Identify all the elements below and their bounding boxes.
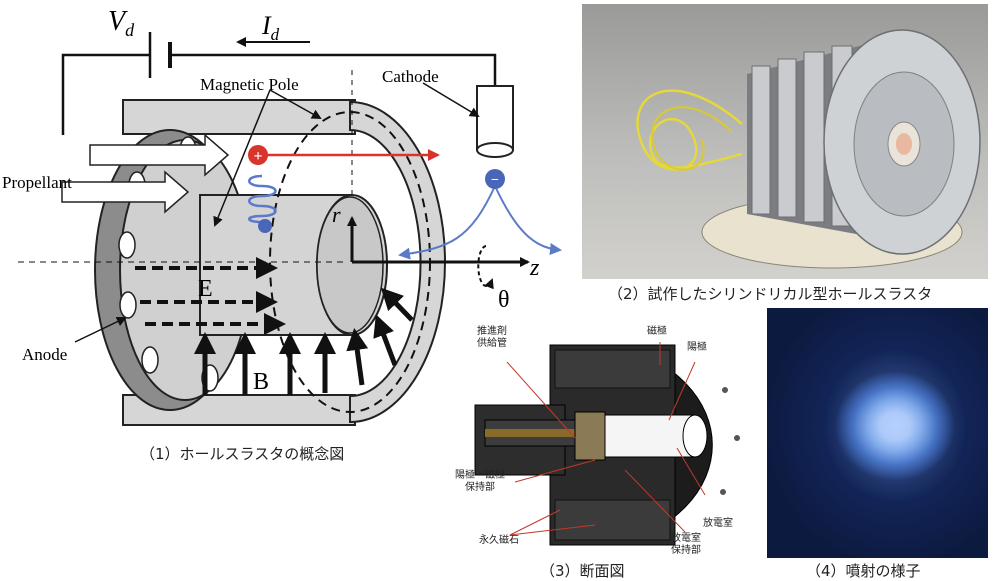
circuit-wire bbox=[61, 32, 497, 135]
electric-field-label: E bbox=[198, 276, 213, 302]
plume-photo bbox=[767, 308, 988, 558]
r-axis-label: r bbox=[332, 202, 341, 227]
cathode-electron-sign: − bbox=[491, 173, 499, 188]
cross-section-svg bbox=[474, 342, 740, 546]
theta-rotation bbox=[477, 245, 494, 290]
electron-icon bbox=[258, 219, 272, 233]
electric-field-arrows bbox=[135, 257, 286, 335]
propellant-feed-tube-label: 推進剤供給管 bbox=[477, 326, 507, 350]
magnetic-pole-label: Magnetic Pole bbox=[200, 75, 299, 94]
permanent-magnet-label: 永久磁石 bbox=[479, 535, 519, 546]
magnetic-pole-jp-label: 磁極 bbox=[647, 326, 667, 337]
cross-section-caption: （3）断面図 bbox=[540, 562, 625, 580]
electron-emission-curves bbox=[398, 185, 562, 260]
label-leader-lines bbox=[74, 82, 480, 343]
electron-gyration-coil bbox=[248, 174, 277, 224]
holder-label-line2: 保持部 bbox=[465, 482, 495, 493]
anode-label: Anode bbox=[22, 345, 67, 364]
propellant-label: Propellant bbox=[2, 173, 72, 192]
plume-photo-caption: （4）噴射の様子 bbox=[806, 562, 921, 580]
propellant-label-line1: 推進剤 bbox=[477, 326, 507, 337]
theta-label: θ bbox=[498, 287, 510, 313]
cathode-electron-icon bbox=[485, 169, 505, 189]
anode-pole-holder-label: 陽極・磁極保持部 bbox=[455, 470, 505, 494]
concept-diagram-caption: （1）ホールスラスタの概念図 bbox=[140, 445, 345, 463]
ion-icon bbox=[248, 145, 268, 165]
inner-cylinder bbox=[199, 194, 388, 336]
ion-sign: + bbox=[253, 148, 262, 165]
current-label: Id bbox=[261, 11, 280, 44]
plume-glow bbox=[767, 308, 988, 558]
magnetic-field-label: B bbox=[253, 369, 269, 395]
propellant-flow-arrows bbox=[61, 133, 230, 214]
propellant-label-line2: 供給管 bbox=[477, 338, 507, 349]
chamber-holder-line2: 保持部 bbox=[671, 545, 701, 556]
holder-label-line1: 陽極・磁極 bbox=[455, 470, 505, 481]
discharge-chamber-label: 放電室 bbox=[703, 518, 733, 529]
chamber-holder-line1: 放電室 bbox=[671, 533, 701, 544]
concept-diagram-svg: + − Vd Id Magnetic Pole C bbox=[2, 6, 562, 426]
cross-section-diagram: 推進剤供給管 磁極 陽極 陽極・磁極保持部 放電室 放電室保持部 永久磁石 bbox=[455, 320, 755, 560]
prototype-photo-caption: （2）試作したシリンドリカル型ホールスラスタ bbox=[608, 285, 933, 303]
chamber-holder-label: 放電室保持部 bbox=[671, 533, 701, 557]
prototype-photo bbox=[582, 4, 988, 279]
z-axis-label: z bbox=[529, 255, 540, 281]
hall-thruster-concept-diagram: + − Vd Id Magnetic Pole C bbox=[0, 0, 570, 470]
prototype-photo-svg bbox=[636, 29, 981, 269]
anode-jp-label: 陽極 bbox=[687, 342, 707, 353]
cathode bbox=[476, 85, 514, 158]
magnetic-field-arrows bbox=[194, 287, 414, 395]
voltage-label: Vd bbox=[108, 6, 135, 40]
cathode-label: Cathode bbox=[382, 67, 439, 86]
